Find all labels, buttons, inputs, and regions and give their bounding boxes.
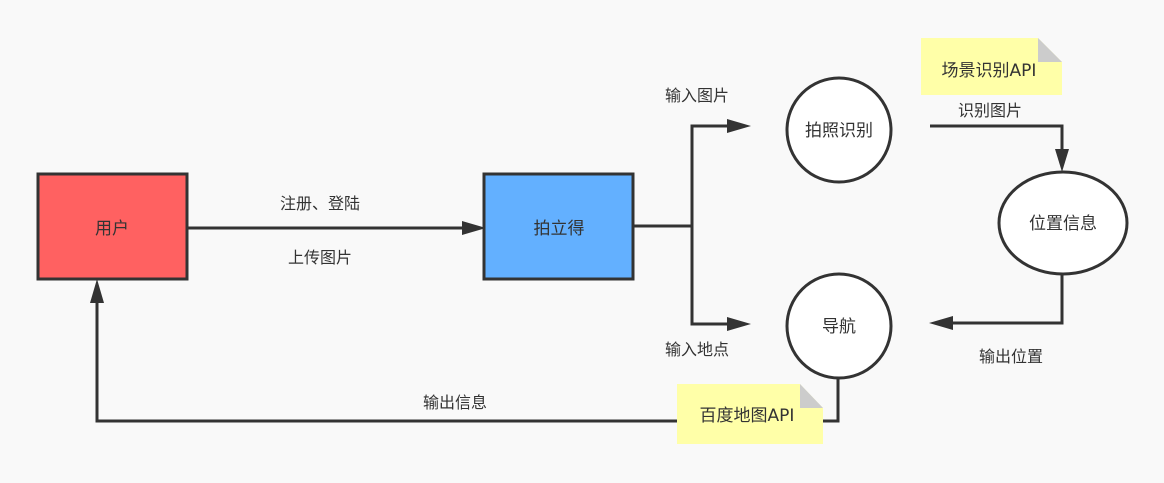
note-baidu-api[interactable]: 百度地图API xyxy=(677,384,823,444)
label-input-location: 输入地点 xyxy=(665,340,729,359)
label-recognize-image: 识别图片 xyxy=(958,101,1022,120)
arrowhead-to-navigation xyxy=(727,317,751,331)
node-photo-recognition-label: 拍照识别 xyxy=(805,121,873,141)
note-scene-api-label: 场景识别API xyxy=(942,61,1037,81)
arrowhead-location-to-navigation xyxy=(929,316,953,330)
edge-location-to-navigation xyxy=(950,274,1064,325)
arrowhead-to-photo-recognition xyxy=(727,119,751,133)
node-navigation[interactable]: 导航 xyxy=(785,272,893,380)
node-app-label: 拍立得 xyxy=(534,219,585,239)
label-output-info: 输出信息 xyxy=(423,393,487,412)
node-location-info[interactable]: 位置信息 xyxy=(997,170,1129,276)
node-user[interactable]: 用户 xyxy=(36,172,189,281)
edges xyxy=(90,119,1069,423)
label-output-location: 输出位置 xyxy=(979,347,1043,366)
label-register-login: 注册、登陆 xyxy=(280,194,360,213)
node-user-label: 用户 xyxy=(95,219,129,239)
node-navigation-label: 导航 xyxy=(822,317,856,337)
edge-photo-to-location xyxy=(930,124,1064,152)
edge-to-photo-recognition xyxy=(690,124,730,226)
arrowhead-user-to-app xyxy=(462,221,486,235)
edge-to-navigation xyxy=(690,226,730,326)
note-baidu-api-label: 百度地图API xyxy=(700,406,795,426)
arrowhead-navigation-to-user xyxy=(90,279,104,303)
arrowhead-photo-to-location xyxy=(1055,149,1069,172)
node-location-info-label: 位置信息 xyxy=(1029,214,1097,234)
note-scene-api[interactable]: 场景识别API xyxy=(921,38,1062,95)
label-input-image: 输入图片 xyxy=(665,86,729,105)
edge-navigation-to-user xyxy=(95,300,840,423)
node-app[interactable]: 拍立得 xyxy=(482,172,635,281)
node-photo-recognition[interactable]: 拍照识别 xyxy=(785,76,893,184)
label-upload-image: 上传图片 xyxy=(288,248,352,267)
